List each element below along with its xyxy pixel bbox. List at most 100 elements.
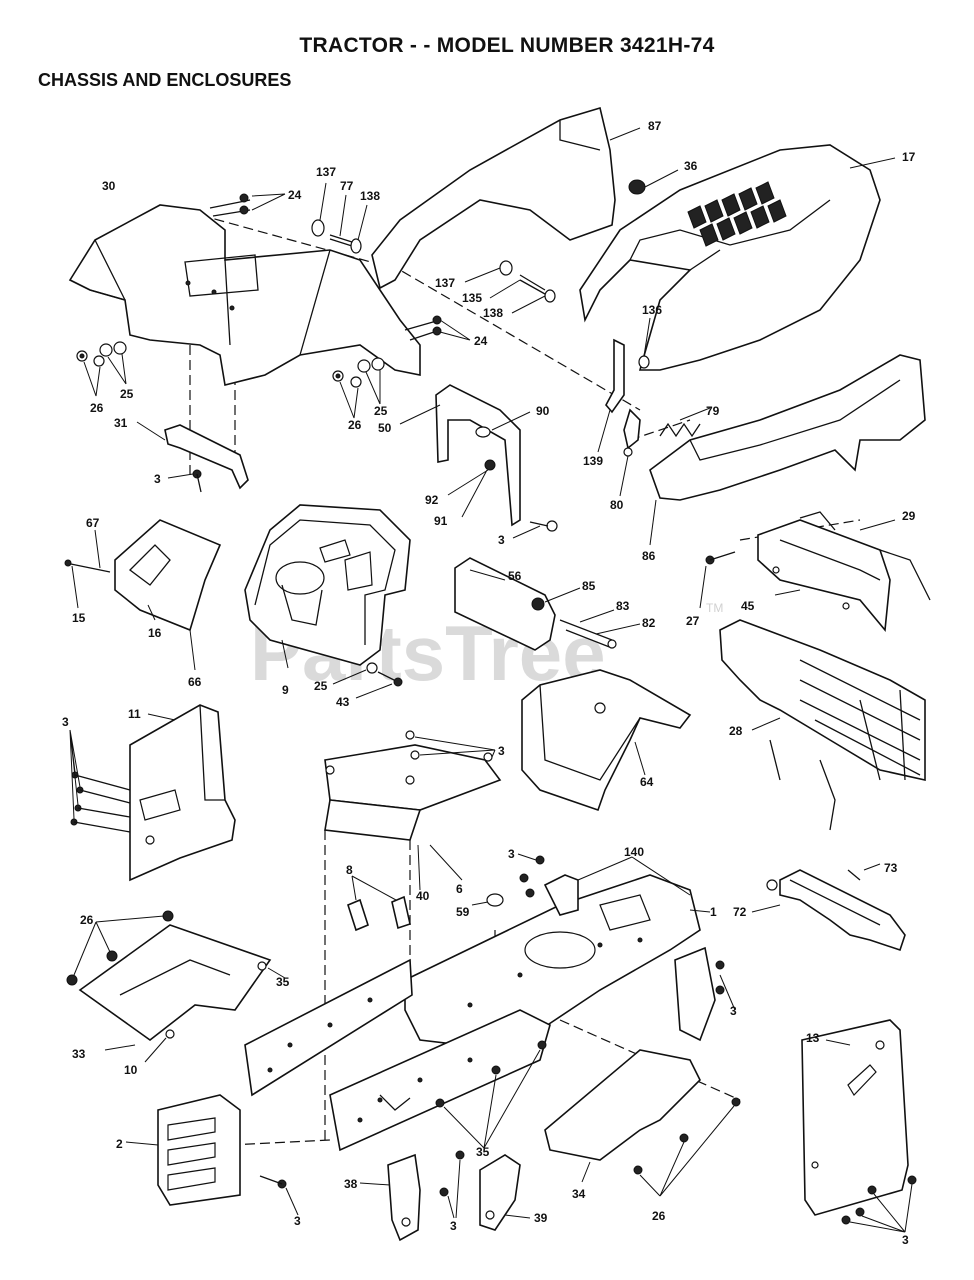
part-10-screw-floor	[144, 1029, 175, 1063]
callout-24-lower: 24	[474, 334, 488, 348]
callout-26-skid: 26	[652, 1209, 666, 1223]
callout-3-pivot: 3	[450, 1219, 457, 1233]
callout-13: 13	[806, 1031, 820, 1045]
callout-15: 15	[72, 611, 86, 625]
assembly-line-upper	[199, 214, 641, 411]
callout-25-right: 25	[374, 404, 388, 418]
part-26-nuts-floor	[66, 910, 174, 986]
callout-28: 28	[729, 724, 743, 738]
callout-29: 29	[902, 509, 916, 523]
callout-3-right-panel: 3	[902, 1233, 909, 1247]
part-28-grille	[719, 619, 926, 831]
part-13-right-side-panel	[801, 1019, 909, 1216]
part-85-83-82-key-hardware	[531, 587, 641, 649]
callout-77: 77	[340, 179, 354, 193]
part-2-rear-bracket	[125, 1094, 241, 1206]
part-79-spring	[659, 407, 711, 438]
part-3-screw-support	[512, 520, 558, 539]
part-36-bumper	[628, 169, 679, 195]
assembly-line-bracket	[229, 1139, 331, 1146]
callout-17: 17	[902, 150, 916, 164]
callout-35-floor: 35	[276, 975, 290, 989]
part-3-screws-dash-plate	[325, 730, 496, 785]
callout-85: 85	[582, 579, 596, 593]
callout-3-fender: 3	[154, 472, 161, 486]
callout-50: 50	[378, 421, 392, 435]
callout-24-top: 24	[288, 188, 302, 202]
part-29-45-grille-housing	[757, 511, 931, 632]
callout-10: 10	[124, 1063, 138, 1077]
callout-26-floor: 26	[80, 913, 94, 927]
callout-56: 56	[508, 569, 522, 583]
callout-91: 91	[434, 514, 448, 528]
part-3-screw-rear	[259, 1175, 299, 1216]
callout-67: 67	[86, 516, 100, 530]
part-3-screws-pivot	[439, 1150, 465, 1219]
part-90-washer	[475, 411, 531, 438]
part-frame-left-rail	[244, 958, 413, 1097]
part-72-73-front-bracket	[751, 863, 906, 952]
part-25-26-fasteners-left	[76, 341, 127, 397]
callout-86: 86	[642, 549, 656, 563]
part-8-clips	[347, 875, 411, 932]
part-24-bolts-lower	[404, 315, 471, 341]
callout-39: 39	[534, 1211, 548, 1225]
callout-138-lower: 138	[483, 306, 503, 320]
callout-137-top: 137	[316, 165, 336, 179]
part-140-frame-bracket	[543, 856, 691, 916]
part-3-screws-right-panel	[841, 1175, 917, 1233]
part-1-main-frame	[404, 874, 711, 1051]
callout-25-left: 25	[120, 387, 134, 401]
part-39-pivot-bracket	[479, 1154, 531, 1231]
callout-87: 87	[648, 119, 662, 133]
callout-73: 73	[884, 861, 898, 875]
part-3-screws-frame-front	[517, 853, 545, 898]
callout-16: 16	[148, 626, 162, 640]
watermark-trademark: TM	[706, 601, 723, 615]
callout-9: 9	[282, 683, 289, 697]
part-50-steering-support	[399, 384, 521, 527]
part-91-92-bushing	[447, 459, 496, 518]
callout-11: 11	[128, 707, 141, 721]
callout-3-dash: 3	[498, 744, 505, 758]
callout-3-left-panel: 3	[62, 715, 69, 729]
part-35-pins	[435, 1040, 547, 1149]
callout-135: 135	[462, 291, 482, 305]
part-137-135-138-hardware-lower	[464, 260, 556, 314]
callout-1: 1	[710, 905, 717, 919]
part-139-hood-hinge	[597, 338, 625, 453]
callout-25-console: 25	[314, 679, 328, 693]
callout-35-pins: 35	[476, 1145, 490, 1159]
part-56-dash-bracket	[454, 557, 556, 651]
callout-3-rear: 3	[294, 1214, 301, 1228]
callout-26-left: 26	[90, 401, 104, 415]
callout-138-top: 138	[360, 189, 380, 203]
part-80-latch	[619, 408, 641, 497]
callout-30: 30	[102, 179, 116, 193]
callout-82: 82	[642, 616, 656, 630]
callout-40: 40	[416, 889, 430, 903]
callout-36: 36	[684, 159, 698, 173]
callout-90: 90	[536, 404, 550, 418]
callout-3-rear-frame: 3	[730, 1004, 737, 1018]
callout-80: 80	[610, 498, 624, 512]
part-25-26-fasteners-right	[332, 357, 385, 419]
callout-43: 43	[336, 695, 350, 709]
part-30-rear-fender	[68, 204, 421, 386]
part-34-skid-plate	[544, 1049, 741, 1197]
callout-2: 2	[116, 1137, 123, 1151]
callout-79: 79	[706, 404, 720, 418]
callout-27: 27	[686, 614, 700, 628]
part-67-15-screw	[64, 529, 111, 609]
callout-92: 92	[425, 493, 439, 507]
callout-26-right: 26	[348, 418, 362, 432]
callout-140: 140	[624, 845, 644, 859]
part-66-heat-shield	[114, 519, 222, 671]
callout-38: 38	[344, 1177, 358, 1191]
part-64-tunnel-bracket	[521, 669, 692, 812]
part-27-screw	[699, 551, 736, 609]
page-title: TRACTOR - - MODEL NUMBER 3421H-74	[299, 34, 715, 57]
part-86-hood-side-panel	[649, 354, 926, 546]
